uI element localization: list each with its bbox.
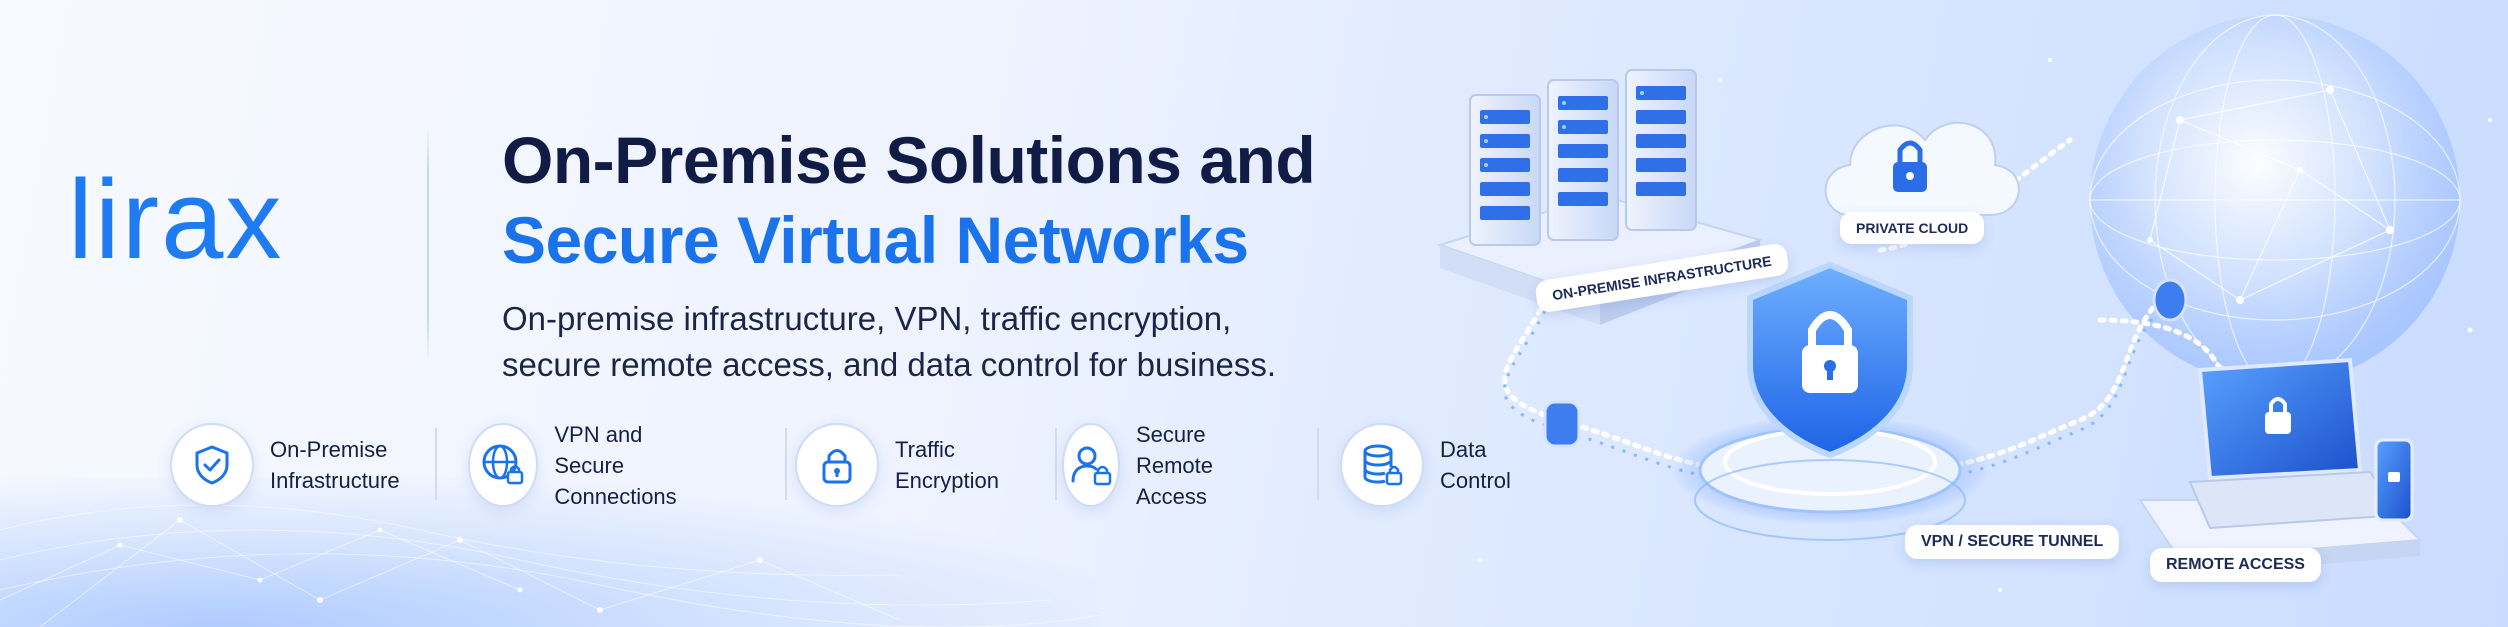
shield-check-icon [170, 423, 254, 507]
feature-label: Data Control [1440, 437, 1511, 493]
feature-separator [1317, 428, 1319, 500]
vertical-divider [427, 124, 429, 364]
vpn-shield-illustration [1670, 261, 1990, 541]
connector-plug-left [1543, 400, 1581, 448]
feature-label: Secure Remote Access [1135, 421, 1213, 509]
feature-label: VPN and Secure Connections [554, 421, 677, 509]
tag-vpn-tunnel: VPN / SECURE TUNNEL [1905, 525, 2120, 559]
background-wave [0, 477, 1100, 627]
connector-plug-right [2152, 278, 2188, 322]
globe-lock-icon [468, 423, 539, 507]
tag-private-cloud: PRIVATE CLOUD [1840, 212, 1985, 244]
feature-vpn: VPN and Secure Connections [468, 420, 690, 510]
headline-line-2: Secure Virtual Networks [502, 203, 1249, 277]
feature-separator [435, 428, 437, 500]
remote-device-illustration [2138, 357, 2423, 576]
feature-label: Traffic Encryption [895, 437, 999, 493]
feature-encryption: Traffic Encryption [795, 420, 999, 510]
padlock-icon [795, 423, 879, 507]
feature-separator [785, 428, 787, 500]
server-rack-illustration [1436, 69, 1764, 325]
feature-on-premise: On-Premise Infrastructure [170, 420, 400, 510]
feature-data-control: Data Control [1340, 420, 1511, 510]
tag-remote-access: REMOTE ACCESS [2150, 548, 2321, 582]
feature-separator [1055, 428, 1057, 500]
user-lock-icon [1062, 423, 1120, 507]
brand-logo: lirax [68, 157, 284, 282]
subtitle-line-2: secure remote access, and data control f… [502, 346, 1277, 383]
feature-remote-access: Secure Remote Access [1062, 420, 1239, 510]
page-subtitle: On-premise infrastructure, VPN, traffic … [502, 296, 1402, 388]
subtitle-line-1: On-premise infrastructure, VPN, traffic … [502, 300, 1232, 337]
headline-line-1: On-Premise Solutions and [502, 123, 1316, 197]
page-title: On-Premise Solutions and Secure Virtual … [502, 120, 1442, 280]
database-lock-icon [1340, 423, 1424, 507]
network-mesh [0, 504, 1101, 627]
feature-label: On-Premise Infrastructure [270, 437, 400, 493]
